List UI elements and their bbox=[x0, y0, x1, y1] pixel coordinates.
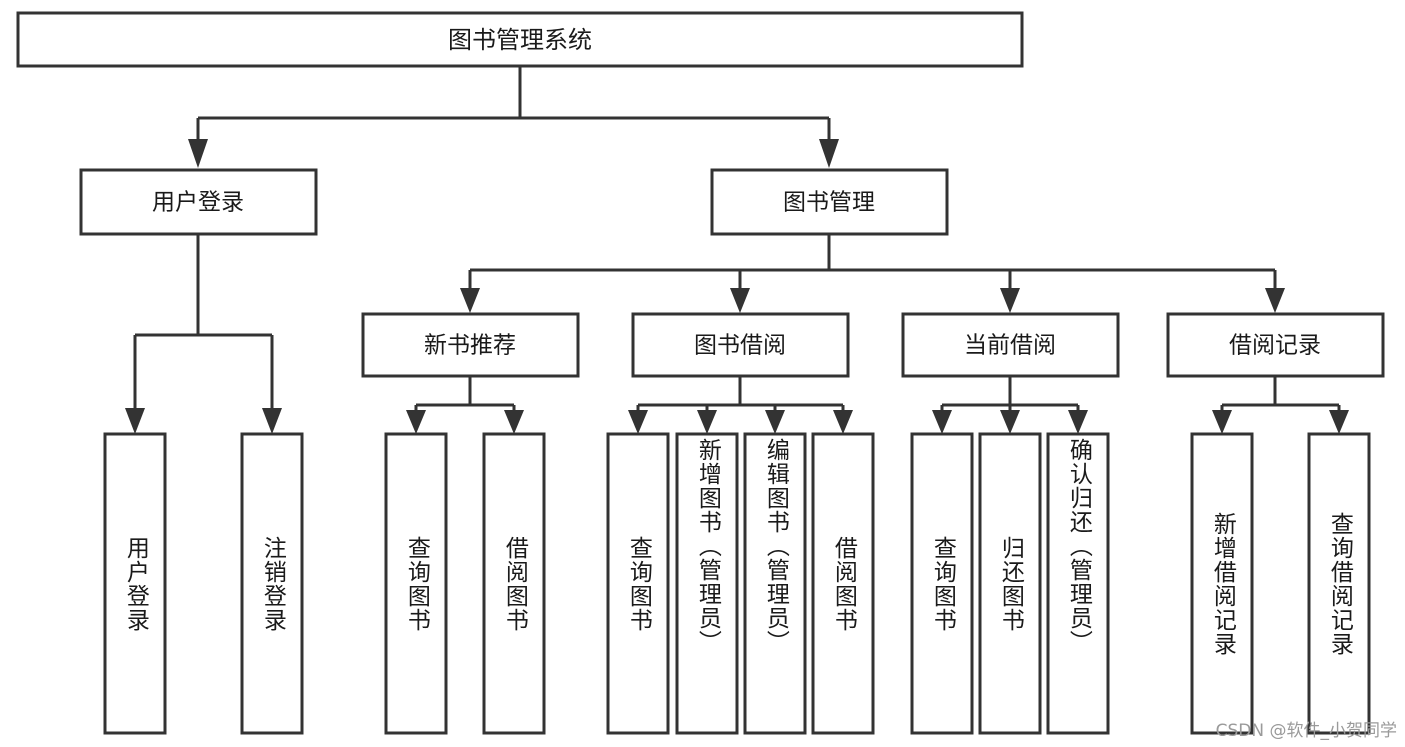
node-user-login-label: 用户登录 bbox=[152, 190, 244, 216]
arrowhead-user-login bbox=[188, 139, 208, 168]
node-book-manage[interactable] bbox=[710, 168, 949, 236]
arrowhead-leaf-query-record bbox=[1329, 410, 1349, 434]
arrowhead-leaf-borrow-book-2 bbox=[833, 410, 853, 434]
connector-group-current-borrow bbox=[932, 376, 1088, 434]
arrowhead-leaf-borrow-book-1 bbox=[504, 410, 524, 434]
arrowhead-leaf-edit-book bbox=[765, 410, 785, 434]
node-leaf-user-login[interactable] bbox=[103, 432, 167, 735]
connector-group-user-login bbox=[125, 234, 282, 434]
node-leaf-logout[interactable] bbox=[240, 432, 304, 735]
node-leaf-add-book[interactable] bbox=[675, 432, 739, 735]
arrowhead-borrow-record bbox=[1265, 288, 1285, 313]
node-new-book-rec-label: 新书推荐 bbox=[424, 333, 516, 359]
csdn-watermark: CSDN @软件_小贺同学 bbox=[1215, 721, 1397, 741]
node-leaf-add-record[interactable] bbox=[1190, 432, 1254, 735]
node-root-label: 图书管理系统 bbox=[448, 26, 592, 54]
node-leaf-query-record[interactable] bbox=[1307, 432, 1371, 735]
connector-group-book-borrow bbox=[628, 376, 853, 434]
node-leaf-query-book-1[interactable] bbox=[384, 432, 448, 735]
arrowhead-book-manage bbox=[819, 139, 839, 168]
connector-group-book-manage bbox=[460, 234, 1285, 313]
arrowhead-leaf-query-book-1 bbox=[406, 410, 426, 434]
node-leaf-query-book-3[interactable] bbox=[910, 432, 974, 735]
node-root[interactable] bbox=[16, 11, 1024, 68]
arrowhead-leaf-add-record bbox=[1212, 410, 1232, 434]
arrowhead-leaf-add-book bbox=[697, 410, 717, 434]
node-leaf-borrow-book-2[interactable] bbox=[811, 432, 875, 735]
arrowhead-book-borrow bbox=[730, 288, 750, 313]
node-current-borrow-label: 当前借阅 bbox=[964, 333, 1056, 359]
arrowhead-new-book-rec bbox=[460, 288, 480, 313]
arrowhead-leaf-logout bbox=[262, 408, 282, 434]
node-leaf-edit-book[interactable] bbox=[743, 432, 807, 735]
node-book-manage-label: 图书管理 bbox=[783, 190, 875, 216]
arrowhead-leaf-query-book-3 bbox=[932, 410, 952, 434]
arrowhead-leaf-return-book bbox=[1000, 410, 1020, 434]
connector-group-borrow-record bbox=[1212, 376, 1349, 434]
node-leaf-borrow-book-1[interactable] bbox=[482, 432, 546, 735]
node-leaf-return-book[interactable] bbox=[978, 432, 1042, 735]
node-current-borrow[interactable] bbox=[901, 312, 1120, 378]
connector-group-root bbox=[188, 66, 839, 168]
node-user-login[interactable] bbox=[79, 168, 318, 236]
arrowhead-leaf-query-book-2 bbox=[628, 410, 648, 434]
node-leaf-confirm-return[interactable] bbox=[1046, 432, 1110, 735]
node-borrow-record-label: 借阅记录 bbox=[1229, 333, 1321, 359]
node-new-book-rec[interactable] bbox=[361, 312, 580, 378]
arrowhead-leaf-confirm-return bbox=[1068, 410, 1088, 434]
node-book-borrow-label: 图书借阅 bbox=[694, 333, 786, 359]
arrowhead-current-borrow bbox=[1000, 288, 1020, 313]
node-borrow-record[interactable] bbox=[1166, 312, 1385, 378]
node-leaf-query-book-2[interactable] bbox=[606, 432, 670, 735]
connector-group-new-book-rec bbox=[406, 376, 524, 434]
node-book-borrow[interactable] bbox=[631, 312, 850, 378]
arrowhead-leaf-user-login bbox=[125, 408, 145, 434]
